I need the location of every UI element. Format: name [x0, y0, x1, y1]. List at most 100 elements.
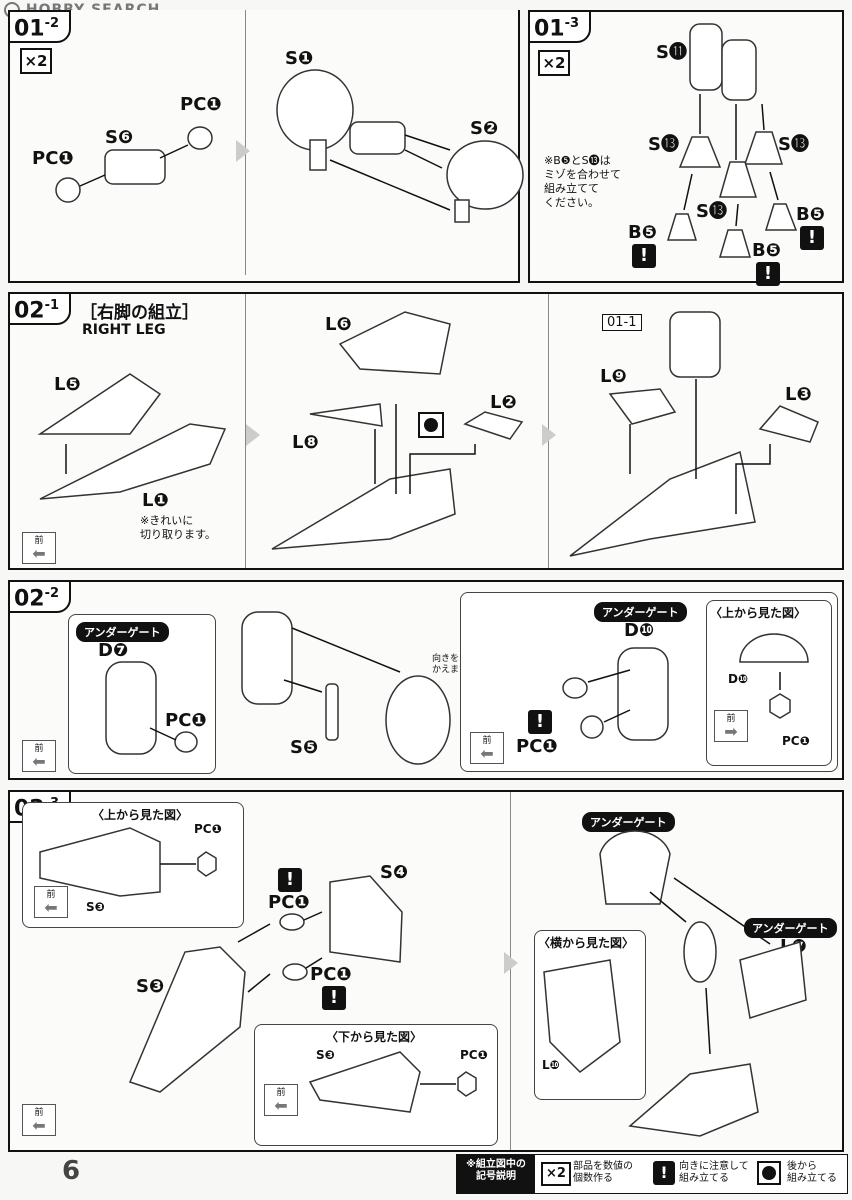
warning-icon: !	[800, 226, 824, 250]
front-indicator: 前⬅	[470, 732, 504, 764]
label-b5: B❺	[796, 204, 825, 225]
label-s2: S❷	[470, 118, 499, 139]
parts-drawing	[105, 611, 809, 765]
label-l9: L❾	[600, 366, 627, 387]
assembly-note: ※B❺とS⓭は ミゾを合わせて 組み立てて ください。	[544, 154, 621, 209]
step-arrow	[542, 424, 556, 446]
legend-warn-text: 向きに注意して 組み立てる	[679, 1161, 749, 1184]
label-s4: S❹	[380, 862, 409, 883]
label-l8: L❽	[292, 432, 319, 453]
legend-x2-text: 部品を数値の 個数作る	[573, 1161, 633, 1184]
label-b5: B❺	[628, 222, 657, 243]
label-l10: L❿	[542, 1058, 560, 1072]
parts-drawing	[37, 311, 819, 557]
label-s3: S❸	[136, 976, 165, 997]
arrow-left-icon: ⬅	[44, 898, 58, 917]
label-s3: S❸	[316, 1048, 335, 1062]
legend-x2-symbol: ×2	[541, 1162, 571, 1186]
arrow-left-icon: ⬅	[32, 752, 46, 771]
label-pc1: PC❶	[782, 734, 810, 748]
divider	[245, 294, 246, 568]
label-l1: L❶	[142, 490, 169, 511]
arrow-left-icon: ⬅	[274, 1096, 288, 1115]
label-s6: S❻	[105, 127, 134, 148]
label-s1: S❶	[285, 48, 314, 69]
label-d10: D❿	[728, 672, 749, 686]
top-view-label: 〈上から見た図〉	[710, 606, 807, 620]
label-l6: L❻	[325, 314, 352, 335]
label-pc1: PC❶	[194, 822, 222, 836]
step-number: 02-2	[8, 580, 72, 614]
front-indicator: 前⬅	[264, 1084, 298, 1116]
label-d7: D❼	[98, 640, 129, 661]
label-s11: S⓫	[656, 42, 687, 63]
label-pc1: PC❶	[32, 148, 74, 169]
top-view-label: 〈上から見た図〉	[92, 808, 189, 822]
label-l5: L❺	[54, 374, 81, 395]
label-pc1: PC❶	[460, 1048, 488, 1062]
bottom-view-label: 〈下から見た図〉	[326, 1030, 423, 1044]
step-arrow	[236, 140, 250, 162]
step-arrow	[504, 952, 518, 974]
label-pc1: PC❶	[516, 736, 558, 757]
parts-drawing	[55, 69, 524, 223]
back-assembly-icon	[418, 412, 444, 438]
label-s13: S⓭	[778, 134, 809, 155]
arrow-left-icon: ⬅	[32, 1116, 46, 1135]
step-number: 01-2	[8, 10, 72, 44]
arrow-left-icon: ⬅	[32, 544, 46, 563]
label-s13: S⓭	[648, 134, 679, 155]
legend-back-text: 後から 組み立てる	[787, 1161, 837, 1184]
front-indicator: 前⬅	[22, 532, 56, 564]
label-pc1: PC❶	[310, 964, 352, 985]
panel-02-1: 02-1 ［右脚の組立］ RIGHT LEG L❺ L❶ ※きれいに 切り取りま…	[8, 292, 844, 570]
front-indicator: 前⬅	[22, 740, 56, 772]
label-pc1: PC❶	[180, 94, 222, 115]
label-s3: S❸	[86, 900, 105, 914]
multiplier-badge: ×2	[20, 48, 52, 74]
cut-note: ※きれいに 切り取ります。	[140, 514, 216, 541]
parts-drawing	[39, 827, 807, 1137]
warning-icon: !	[756, 262, 780, 286]
label-l3: L❸	[785, 384, 812, 405]
arrow-left-icon: ⬅	[480, 744, 494, 763]
symbol-legend: ※組立図中の 記号説明 ×2 部品を数値の 個数作る ! 向きに注意して 組み立…	[456, 1154, 848, 1194]
page-number: 6	[62, 1156, 81, 1186]
label-b5: B❺	[752, 240, 781, 261]
front-indicator: 前⬅	[34, 886, 68, 918]
under-gate-tag: アンダーゲート	[594, 602, 687, 622]
warning-icon: !	[278, 868, 302, 892]
front-indicator: 前⬅	[22, 1104, 56, 1136]
reference-step: 01-1	[602, 314, 642, 331]
legend-title: ※組立図中の 記号説明	[457, 1155, 535, 1193]
under-gate-tag: アンダーゲート	[582, 812, 675, 832]
section-subtitle: RIGHT LEG	[82, 322, 166, 338]
step-arrow	[246, 424, 260, 446]
warning-icon: !	[632, 244, 656, 268]
section-title: ［右脚の組立］	[80, 303, 199, 323]
label-d10: D❿	[624, 620, 655, 641]
arrow-right-icon: ➡	[724, 722, 738, 741]
step-number: 02-1	[8, 292, 72, 326]
side-view-label: 〈横から見た図〉	[538, 936, 635, 950]
label-pc1: PC❶	[268, 892, 310, 913]
warning-icon: !	[322, 986, 346, 1010]
label-s5: S❺	[290, 737, 319, 758]
panel-01-2: 01-2 ×2 PC❶ S❻ PC❶ S❶ S❷	[8, 10, 524, 283]
label-s13: S⓭	[696, 201, 727, 222]
panel-02-2: 02-2 アンダーゲート D❼ PC❶ 前⬅ S❺ 向きを かえます。 アンダー…	[8, 580, 844, 780]
step-number: 01-3	[528, 10, 592, 44]
multiplier-badge: ×2	[538, 50, 570, 76]
orientation-note: 向きを かえます。	[432, 654, 477, 675]
under-gate-tag: アンダーゲート	[76, 622, 169, 642]
legend-warning-icon: !	[653, 1161, 675, 1185]
legend-back-assembly-icon	[757, 1161, 781, 1185]
under-gate-tag: アンダーゲート	[744, 918, 837, 938]
label-l2: L❷	[490, 392, 517, 413]
warning-icon: !	[528, 710, 552, 734]
panel-01-3: 01-3 ×2 S⓫ S⓭ S⓭ S⓭ B❺ B❺ B❺ ! ! ! ※B❺とS…	[528, 10, 844, 286]
panel-02-3: 02-3 〈上から見た図〉 PC❶ S❸ 前⬅ S❹ ! PC❶ PC❶ ! S…	[8, 790, 844, 1152]
label-pc1: PC❶	[165, 710, 207, 731]
parts-drawing	[666, 23, 798, 258]
front-indicator: 前➡	[714, 710, 748, 742]
